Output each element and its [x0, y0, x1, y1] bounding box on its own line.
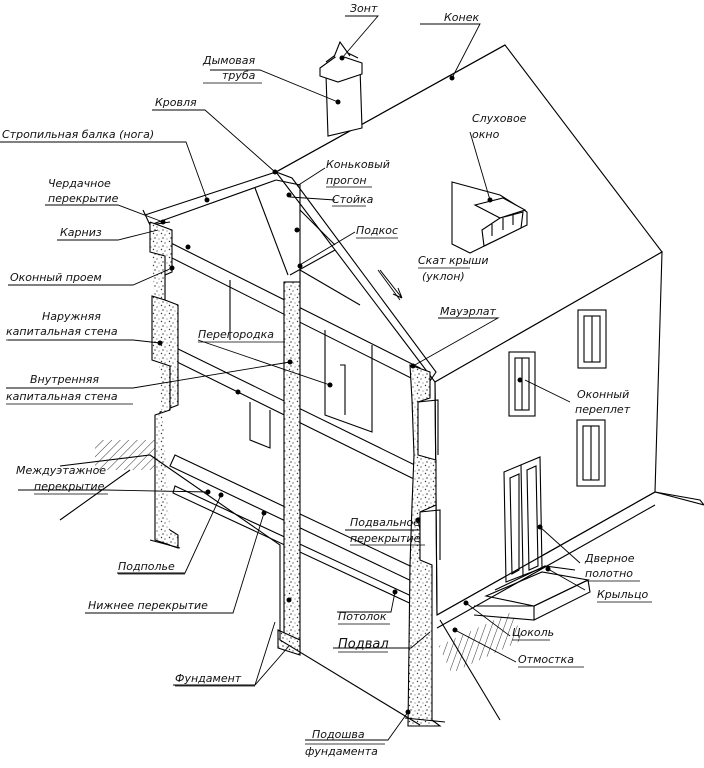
ridge-line	[275, 44, 506, 173]
label-door-leaf-2: полотно	[585, 567, 633, 580]
dormer-window	[451, 181, 528, 254]
label-footing-1: Подошва	[312, 728, 365, 741]
label-roof-slope-1: Скат крыши	[418, 254, 489, 267]
label-subfloor: Подполье	[118, 560, 175, 573]
label-chimney-2: труба	[222, 69, 256, 82]
label-eaves: Карниз	[60, 226, 102, 239]
label-inner-wall-2: капитальная стена	[6, 390, 118, 403]
label-dormer-1: Слуховое	[472, 112, 527, 125]
roof-section	[144, 171, 437, 382]
label-dormer-2: окно	[472, 128, 500, 141]
inner-wall-column	[283, 281, 301, 651]
label-outer-wall-1: Наружняя	[42, 310, 101, 323]
label-ridge-purlin-2: прогон	[326, 174, 367, 187]
slope-arrow	[379, 269, 403, 299]
label-window-opening: Оконный проем	[10, 271, 102, 284]
label-mauerlat: Мауэрлат	[440, 305, 497, 318]
label-window-frame-2: переплет	[575, 403, 631, 416]
label-partition: Перегородка	[198, 328, 274, 341]
house-structure	[59, 40, 704, 727]
label-rafter: Стропильная балка (нога)	[2, 128, 154, 141]
label-ridge: Конек	[444, 11, 479, 24]
label-plinth: Цоколь	[512, 626, 554, 639]
label-interfloor-1: Междуэтажное	[16, 464, 106, 477]
label-blind-area: Отмостка	[518, 653, 574, 666]
label-ridge-purlin-1: Коньковый	[326, 158, 390, 171]
label-basement-floor-2: перекрытие	[350, 532, 421, 545]
label-basement: Подвал	[338, 637, 389, 652]
diagram-labels: Зонт Конек Дымовая труба Кровля Стропиль…	[2, 2, 648, 758]
label-attic-floor-2: перекрытие	[48, 192, 119, 205]
leader-dots	[157, 55, 551, 715]
label-ceiling: Потолок	[338, 610, 387, 623]
label-attic-floor-1: Чердачное	[48, 177, 111, 190]
label-chimney-1: Дымовая	[202, 54, 256, 67]
label-porch: Крыльцо	[597, 588, 648, 601]
label-interfloor-2: перекрытие	[34, 480, 105, 493]
label-inner-wall-1: Внутренняя	[30, 373, 99, 386]
label-door-leaf-1: Дверное	[584, 552, 635, 565]
label-post: Стойка	[332, 193, 374, 206]
label-strut: Подкос	[356, 224, 398, 237]
label-foundation: Фундамент	[175, 672, 242, 685]
gable-windows	[508, 309, 607, 487]
label-basement-floor-1: Подвальное	[350, 516, 420, 529]
front-door-porch	[473, 456, 591, 621]
label-window-frame-1: Оконный	[577, 388, 629, 401]
label-roofing: Кровля	[155, 96, 197, 109]
label-lower-floor: Нижнее перекрытие	[88, 599, 208, 612]
label-outer-wall-2: капитальная стена	[6, 325, 118, 338]
label-underlines	[6, 15, 652, 745]
chimney	[319, 40, 363, 137]
label-roof-slope-2: (уклон)	[422, 270, 465, 283]
label-footing-2: фундамента	[305, 745, 378, 758]
label-umbrella: Зонт	[350, 2, 378, 15]
